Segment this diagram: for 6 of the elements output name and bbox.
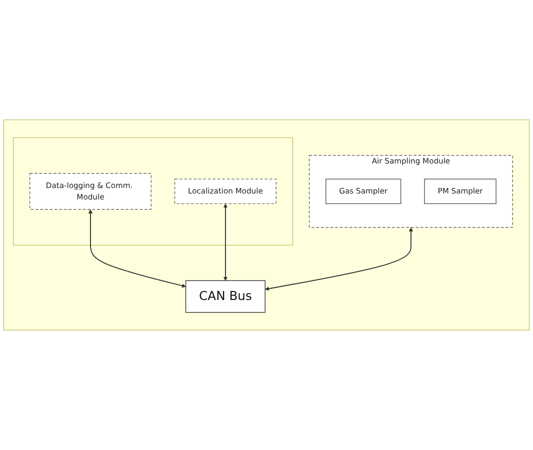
arrow <box>264 227 414 291</box>
arrow <box>223 204 228 281</box>
cluster <box>4 120 530 330</box>
node-box: CAN Bus <box>185 280 266 313</box>
cluster <box>13 137 293 246</box>
arrow <box>88 209 186 288</box>
